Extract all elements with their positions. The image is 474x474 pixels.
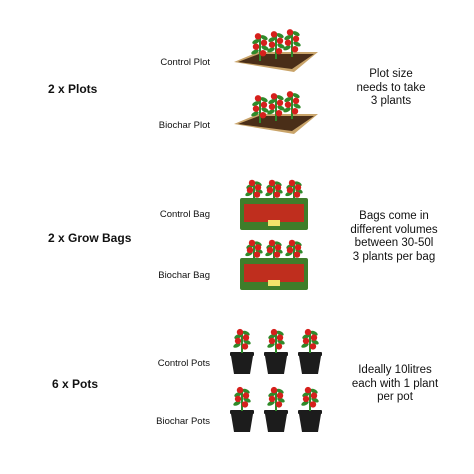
pot-icon	[264, 410, 288, 432]
grow-bags-note: Bags come in different volumes between 3…	[350, 210, 438, 263]
control-pots-image	[230, 328, 322, 374]
pot-icon	[298, 352, 322, 374]
tomato-plant-icon	[251, 33, 269, 61]
tomato-plant-icon	[233, 328, 251, 353]
tomato-plant-icon	[301, 386, 319, 411]
plots-title: 2 x Plots	[48, 82, 98, 96]
pot-icon	[230, 352, 254, 374]
tomato-plant-icon	[265, 179, 283, 200]
control-plot-label: Control Plot	[160, 57, 210, 68]
pot-icon	[264, 352, 288, 374]
tomato-plant-icon	[265, 239, 283, 260]
biochar-bag-image	[240, 239, 308, 290]
tomato-plant-icon	[267, 328, 285, 353]
control-bag-image	[240, 179, 308, 230]
biochar-pots-image	[230, 386, 322, 432]
control-bag-label: Control Bag	[159, 209, 210, 220]
biochar-pots-label: Biochar Pots	[156, 416, 210, 427]
biochar-bag-label: Biochar Bag	[158, 270, 210, 281]
tomato-plant-icon	[233, 386, 251, 411]
biochar-plot-label: Biochar Plot	[158, 120, 210, 131]
tomato-plant-icon	[283, 91, 301, 119]
tomato-plant-icon	[285, 179, 303, 200]
pot-icon	[230, 410, 254, 432]
grow-bags-title: 2 x Grow Bags	[48, 231, 132, 245]
control-plot-image	[234, 29, 318, 72]
tomato-plant-icon	[245, 239, 263, 260]
pots-title: 6 x Pots	[52, 377, 99, 391]
biochar-plot-image	[234, 91, 318, 134]
tomato-plant-icon	[267, 386, 285, 411]
pot-icon	[298, 410, 322, 432]
plots-note: Plot size needs to take 3 plants	[356, 68, 426, 107]
tomato-plant-icon	[251, 95, 269, 123]
tomato-plant-icon	[267, 31, 285, 59]
tomato-plant-icon	[301, 328, 319, 353]
tomato-plant-icon	[285, 239, 303, 260]
tomato-plant-icon	[267, 93, 285, 121]
tomato-plant-icon	[283, 29, 301, 57]
tomato-plant-icon	[245, 179, 263, 200]
control-pots-label: Control Pots	[157, 358, 210, 369]
pots-note: Ideally 10litres each with 1 plant per p…	[351, 364, 439, 403]
